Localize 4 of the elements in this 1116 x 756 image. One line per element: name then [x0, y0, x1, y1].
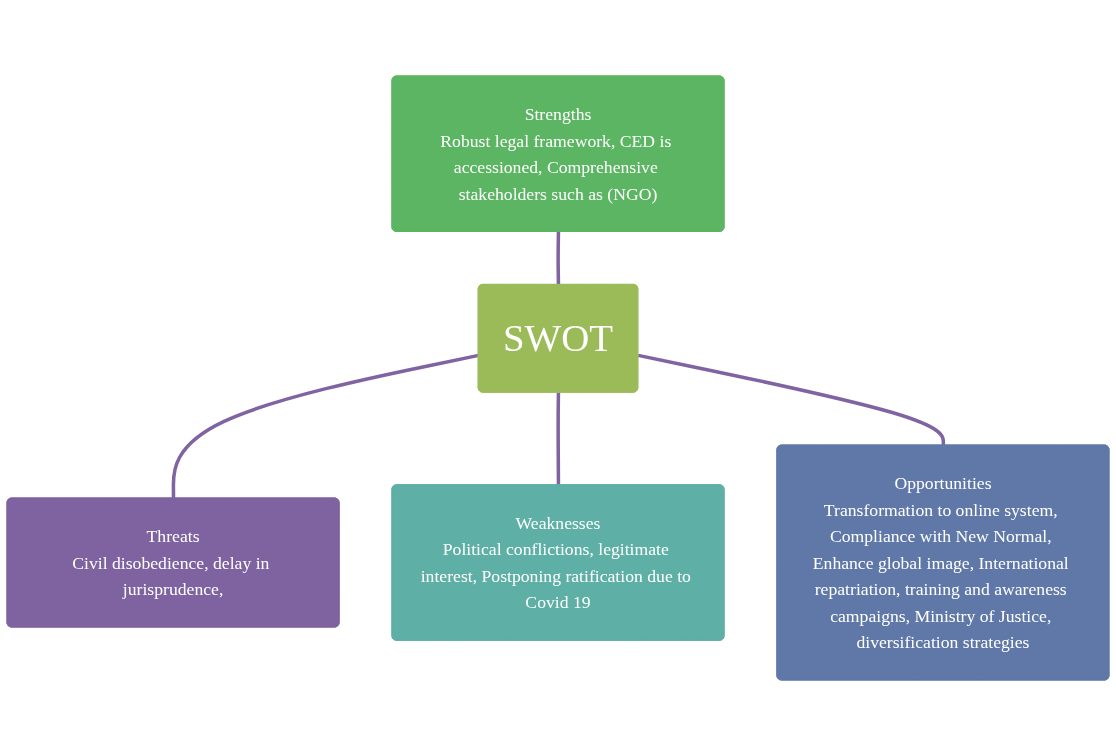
connector — [556, 231, 561, 285]
connector — [556, 392, 561, 486]
connector — [171, 353, 480, 499]
connector — [637, 353, 946, 446]
